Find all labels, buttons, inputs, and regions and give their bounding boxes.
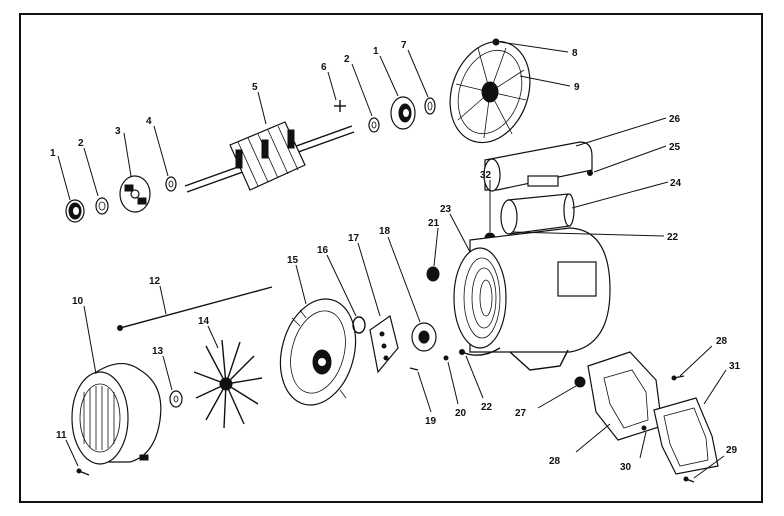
label-part-24: 24 [670, 178, 682, 189]
part-7-spring-washer [424, 97, 436, 115]
label-part-2: 2 [78, 138, 84, 149]
diagram-border [19, 13, 763, 503]
part-20-screw [443, 355, 449, 361]
part-24-capacitor [500, 193, 575, 235]
label-part-20: 20 [455, 408, 467, 419]
label-part-31: 31 [729, 361, 741, 372]
part-3-governor [119, 175, 151, 213]
label-part-25: 25 [669, 142, 681, 153]
part-29-screw-upper [671, 375, 685, 381]
label-part-27: 27 [515, 408, 527, 419]
label-part-12: 12 [149, 276, 161, 287]
part-16-o-ring [352, 316, 366, 334]
label-part-10: 10 [72, 296, 84, 307]
part-1-bearing-right [390, 96, 416, 130]
part-11-screw [76, 468, 90, 476]
part-27-plug [574, 376, 586, 388]
label-part-15: 15 [287, 255, 299, 266]
part-26-capacitor-cover [483, 141, 593, 192]
part-21-grommet [426, 266, 440, 282]
label-part-9: 9 [574, 82, 580, 93]
part-14-fan [193, 339, 263, 429]
part-10-fan-shroud [71, 363, 162, 465]
part-4-washer [165, 176, 177, 192]
part-15-end-shield [279, 298, 357, 406]
label-part-29: 29 [726, 445, 738, 456]
part-12-through-bolt [117, 286, 273, 331]
label-part-23: 23 [440, 204, 452, 215]
part-28-conduit-box [587, 351, 663, 441]
label-part-3: 3 [115, 126, 121, 137]
part-17-terminal-board [369, 315, 399, 374]
label-part-26: 26 [669, 114, 681, 125]
part-8-screw [492, 38, 500, 46]
label-part-17: 17 [348, 233, 360, 244]
label-part-1: 1 [50, 148, 56, 159]
part-25-screw [587, 170, 593, 176]
label-part-14: 14 [198, 316, 210, 327]
part-19-screw [409, 367, 419, 371]
label-part-18: 18 [379, 226, 391, 237]
part-5-rotor [184, 121, 355, 193]
part-13-nut [169, 390, 183, 408]
part-2-washer-right [368, 117, 380, 133]
label-part-7: 7 [401, 40, 407, 51]
part-31-gasket [653, 397, 719, 475]
part-1-bearing [65, 199, 85, 223]
label-part-13: 13 [152, 346, 164, 357]
label-part-8: 8 [572, 48, 578, 59]
part-labels: 1 2 3 4 5 6 2 1 7 8 9 26 25 32 24 21 23 … [50, 40, 741, 473]
label-part-22-lower: 22 [481, 402, 493, 413]
part-29-screw-lower [683, 476, 695, 483]
label-part-19: 19 [425, 416, 437, 427]
part-30-screw [641, 425, 647, 431]
part-22-lead-lower [459, 347, 501, 356]
label-part-30: 30 [620, 462, 632, 473]
label-part-32: 32 [480, 170, 492, 181]
label-part-21: 21 [428, 218, 440, 229]
label-part-6: 6 [321, 62, 327, 73]
part-2-washer [95, 197, 109, 215]
label-part-22-upper: 22 [667, 232, 679, 243]
label-part-5: 5 [252, 82, 258, 93]
label-part-28-upper: 28 [716, 336, 728, 347]
label-part-16: 16 [317, 245, 329, 256]
part-18-switch [411, 322, 437, 352]
leader-lines [57, 41, 727, 479]
label-part-2-right: 2 [344, 54, 350, 65]
part-6-key [334, 100, 346, 112]
label-part-28-lower: 28 [549, 456, 561, 467]
label-part-4: 4 [146, 116, 152, 127]
part-9-end-bell [449, 40, 531, 144]
part-23-stator-housing [453, 227, 611, 371]
label-part-1-right: 1 [373, 46, 379, 57]
label-part-11: 11 [56, 430, 67, 441]
